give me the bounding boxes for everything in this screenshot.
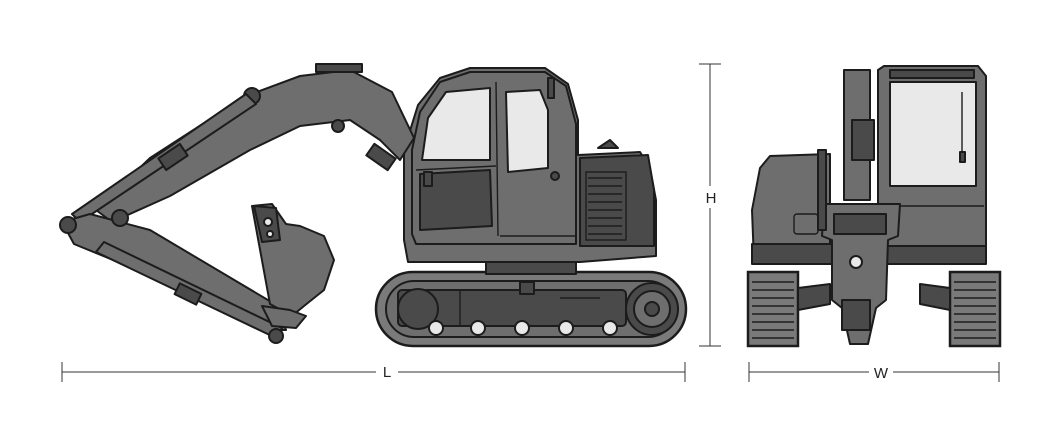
dimension-height: H	[699, 63, 721, 347]
front-cab	[877, 65, 987, 247]
side-track	[374, 270, 688, 348]
front-track-left	[746, 270, 800, 348]
side-arm	[59, 209, 287, 344]
dimension-width: W	[748, 362, 1000, 382]
length-label: L	[383, 364, 391, 381]
side-boom	[95, 63, 415, 223]
excavator-side-view	[59, 63, 688, 348]
width-label: W	[874, 365, 889, 382]
excavator-front-view	[746, 65, 1002, 348]
dimension-length: L	[61, 362, 686, 382]
height-label: H	[706, 190, 717, 207]
front-upper-body	[751, 153, 987, 265]
side-boom-cylinder	[71, 93, 257, 223]
front-track-frame	[797, 283, 951, 311]
front-boom-arm	[817, 69, 901, 345]
front-track-right	[948, 270, 1002, 348]
side-cab	[411, 71, 577, 245]
side-bucket	[251, 203, 335, 329]
